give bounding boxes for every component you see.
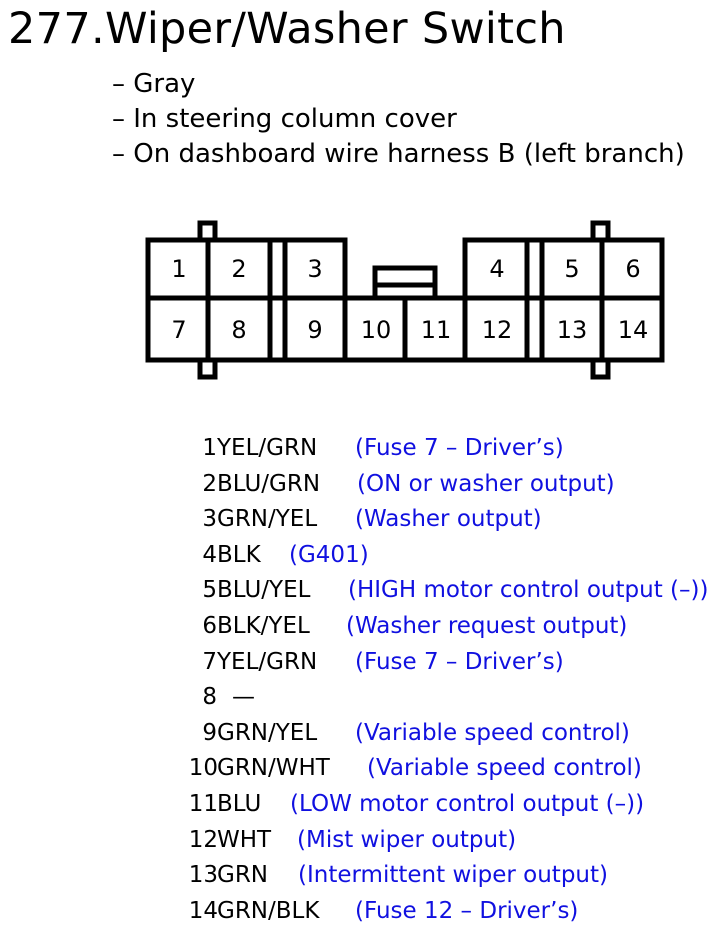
pin-wire-color: BLU/YEL — [217, 577, 311, 604]
pin-description: (Fuse 12 – Driver’s) — [355, 897, 579, 924]
cavity-label-11: 11 — [421, 316, 452, 344]
pin-number: 8 — [202, 684, 217, 711]
pin-number: 9 — [202, 719, 217, 746]
pin-wire-color: — — [232, 684, 255, 711]
cavity-label-12: 12 — [482, 316, 513, 344]
pin-wire-color: BLU — [217, 791, 262, 817]
pin-description: (Variable speed control) — [367, 755, 642, 782]
pin-number: 3 — [202, 506, 217, 533]
pin-description: (Washer output) — [355, 506, 542, 533]
note-harness: – On dashboard wire harness B (left bran… — [112, 139, 685, 169]
pin-number: 6 — [202, 613, 217, 639]
pin-description: (G401) — [289, 541, 369, 568]
cavity-label-6: 6 — [625, 255, 640, 283]
pin-number: 13 — [188, 862, 218, 889]
pin-wire-color: GRN — [217, 862, 269, 889]
pin-wire-color: GRN/BLK — [217, 897, 320, 924]
cavity-label-8: 8 — [231, 316, 246, 344]
note-color: – Gray — [112, 69, 196, 99]
pin-number: 4 — [202, 541, 217, 568]
pin-description: (LOW motor control output (–)) — [290, 791, 645, 817]
pin-number: 10 — [188, 755, 218, 782]
cavity-label-14: 14 — [618, 316, 649, 344]
pin-description: (ON or washer output) — [357, 470, 615, 497]
cavity-label-7: 7 — [171, 316, 186, 344]
cavity-label-1: 1 — [171, 255, 186, 283]
pin-wire-color: GRN/YEL — [217, 506, 318, 533]
cavity-label-2: 2 — [231, 255, 246, 283]
pin-wire-color: BLU/GRN — [217, 470, 321, 497]
pin-number: 5 — [202, 577, 217, 604]
page-title: 277.Wiper/Washer Switch — [8, 4, 566, 54]
pin-wire-color: YEL/GRN — [217, 435, 318, 461]
pin-number: 7 — [202, 648, 217, 675]
cavity-label-4: 4 — [489, 255, 504, 283]
pin-wire-color: GRN/YEL — [217, 719, 318, 746]
pin-number: 14 — [188, 897, 218, 924]
pin-number: 2 — [202, 470, 217, 497]
cavity-label-3: 3 — [307, 255, 322, 283]
connector-notes: – Gray – In steering column cover – On d… — [112, 67, 685, 172]
pin-row-8: 8— — [0, 679, 723, 715]
pin-wire-color: BLK — [217, 541, 261, 568]
pin-description: (Mist wiper output) — [297, 826, 517, 853]
pin-description: (Fuse 7 – Driver’s) — [355, 435, 564, 461]
pin-number: 12 — [188, 826, 218, 853]
cavity-label-10: 10 — [361, 316, 392, 344]
cavity-label-9: 9 — [307, 316, 322, 344]
pin-wire-color: YEL/GRN — [217, 648, 318, 675]
pin-description: (Washer request output) — [346, 613, 628, 639]
pin-description: (Intermittent wiper output) — [298, 862, 608, 889]
pin-description: (HIGH motor control output (–)) — [348, 577, 709, 604]
pin-number: 11 — [188, 791, 218, 817]
pin-number: 1 — [202, 435, 217, 461]
pin-wire-color: WHT — [217, 826, 272, 853]
note-location: – In steering column cover — [112, 104, 457, 134]
cavity-label-5: 5 — [564, 255, 579, 283]
pin-wire-color: BLK/YEL — [217, 613, 310, 639]
cavity-label-13: 13 — [557, 316, 588, 344]
pin-wire-color: GRN/WHT — [217, 755, 330, 782]
pin-description: (Fuse 7 – Driver’s) — [355, 648, 564, 675]
pin-description: (Variable speed control) — [355, 719, 630, 746]
